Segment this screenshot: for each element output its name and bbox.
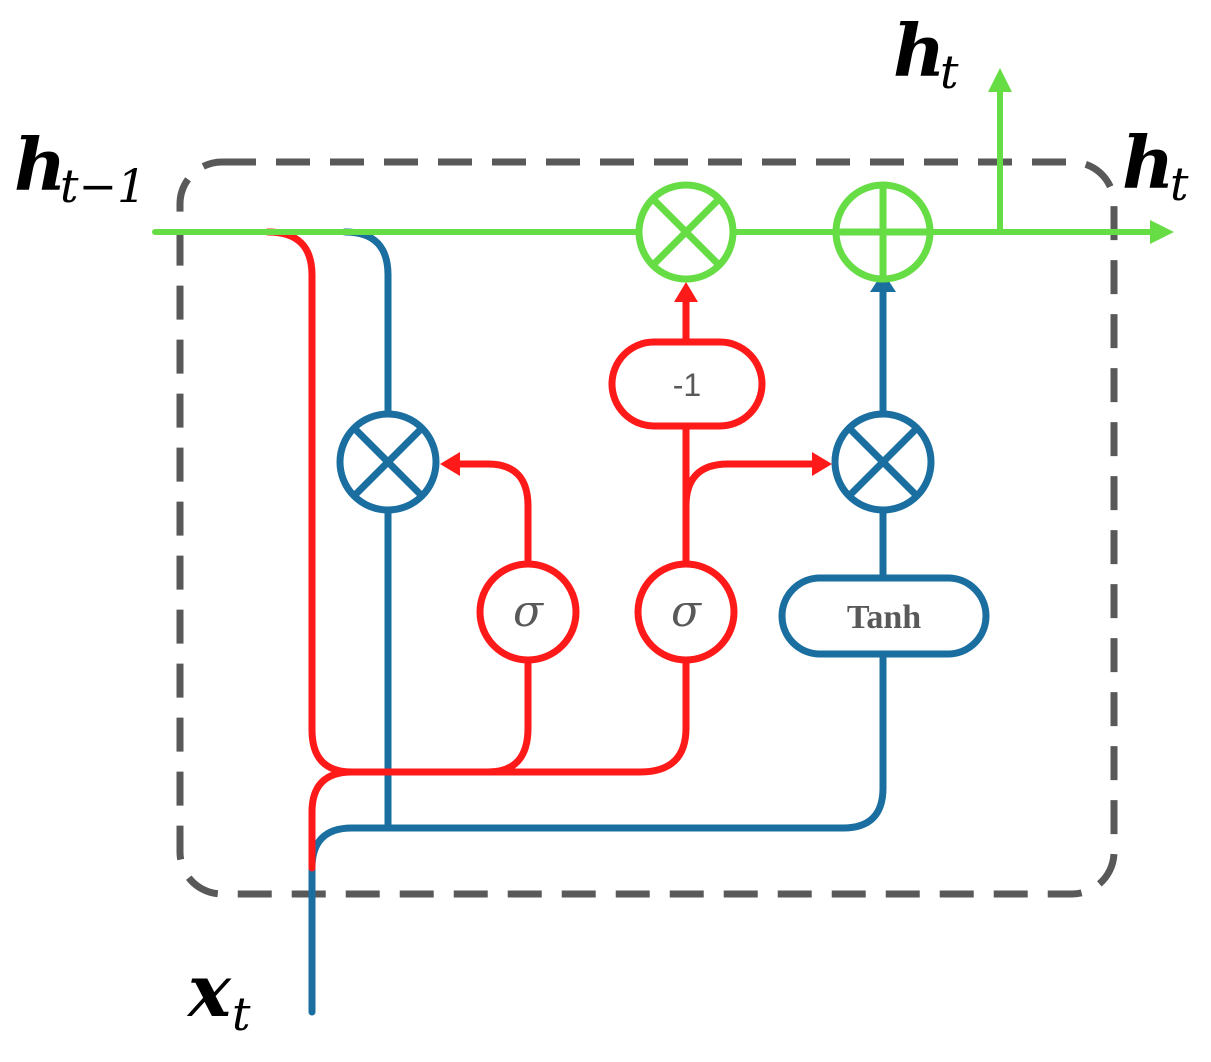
sigma1-feed	[484, 658, 532, 776]
input-gate-curve	[308, 768, 356, 872]
sigma1-to-reset	[454, 460, 532, 566]
reset-multiply-node	[336, 410, 440, 514]
h-out-top-main: h	[893, 8, 945, 93]
h-prev-main: h	[14, 122, 66, 207]
arrowhead-hidden-up	[988, 68, 1012, 92]
tanh-label: Tanh	[847, 599, 921, 636]
h-out-top-sub: t	[940, 45, 959, 99]
reset-gate-sigmoid: σ	[476, 560, 580, 664]
input-x-line	[308, 824, 392, 1016]
minus-one-label: -1	[673, 367, 701, 403]
x-main: x	[186, 948, 232, 1033]
tanh-box: Tanh	[778, 574, 990, 658]
h-out-right-main: h	[1122, 120, 1174, 205]
x-sub: t	[232, 987, 251, 1041]
h-prev-sub: t−1	[60, 159, 146, 213]
gate-bus	[348, 658, 690, 776]
hidden-add-node	[832, 181, 934, 283]
label-h-prev: h t−1	[14, 122, 146, 213]
cell-boundary	[176, 158, 1118, 898]
h-prev-gate-line	[264, 228, 356, 776]
arrowhead-to-reset-mult	[440, 452, 460, 476]
one-minus-box: -1	[608, 338, 766, 430]
h-out-right-sub: t	[1170, 157, 1189, 211]
update-multiply-node	[831, 410, 935, 514]
sigma-1-label: σ	[513, 586, 545, 637]
arrowhead-to-top-mult	[674, 282, 698, 302]
label-x: x t	[186, 948, 251, 1041]
sigma-2-label: σ	[671, 586, 703, 637]
label-h-out-top: h t	[893, 8, 959, 99]
arrowhead-hidden-right	[1150, 220, 1174, 244]
sigma2-branch-right	[682, 460, 818, 510]
label-h-out-right: h t	[1122, 120, 1189, 211]
tanh-feed-line	[384, 652, 887, 832]
update-gate-sigmoid: σ	[634, 560, 738, 664]
h-prev-to-reset-mult	[341, 228, 392, 416]
arrowhead-to-update-mult	[812, 452, 832, 476]
hidden-multiply-node	[635, 181, 737, 283]
gate-paths	[264, 228, 818, 872]
